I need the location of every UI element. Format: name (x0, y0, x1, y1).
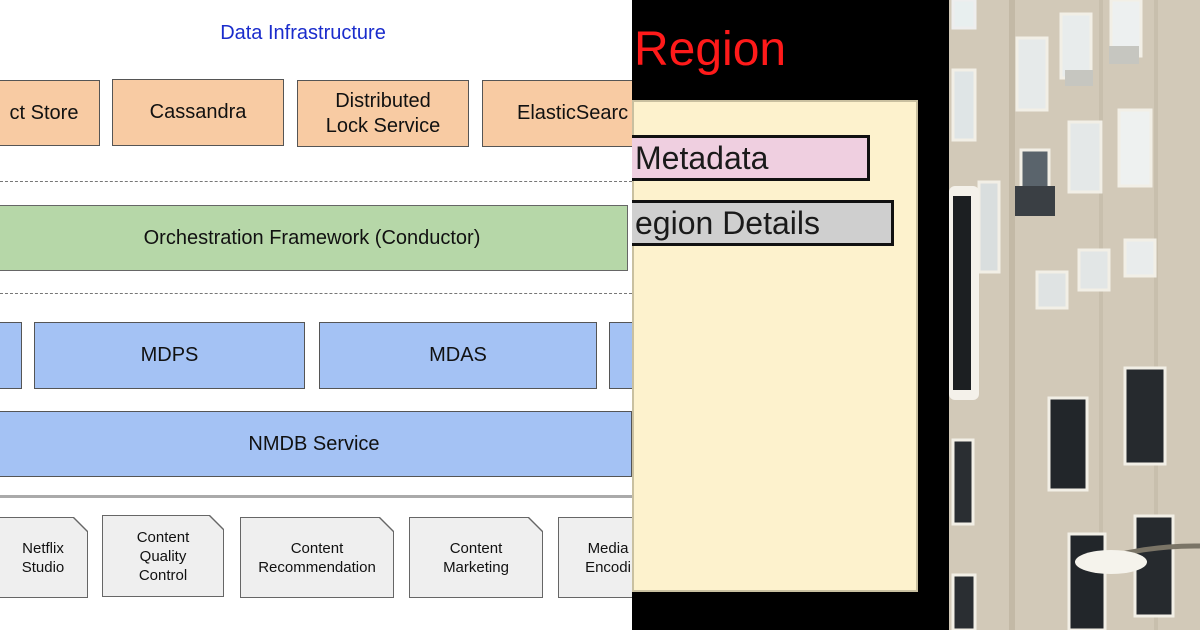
facade-seam (1009, 0, 1015, 630)
window (1117, 108, 1153, 188)
window (1123, 366, 1167, 466)
mdas-box: MDAS (319, 322, 597, 389)
region-details-tag-label: egion Details (635, 205, 820, 241)
dashed-divider-top (0, 181, 632, 182)
building-facade-image (949, 0, 1200, 630)
quality-control-label: Content Quality Control (136, 528, 190, 584)
cassandra-label: Cassandra (149, 101, 247, 123)
building-photo (949, 0, 1200, 630)
air-conditioner (1065, 70, 1093, 86)
diagram-title: Data Infrastructure (220, 22, 386, 44)
window (951, 68, 977, 142)
region-title: Region (634, 23, 787, 76)
street-lamp-head (1075, 550, 1147, 574)
netflix-studio-label: Netflix Studio (21, 539, 65, 576)
air-conditioner (1109, 46, 1139, 64)
window (1015, 36, 1049, 112)
media-encoding-box: Media Encodi (559, 518, 632, 597)
orchestration-box: Orchestration Framework (Conductor) (0, 205, 628, 271)
quality-control-box: Content Quality Control (103, 516, 223, 596)
recommendation-box: Content Recommendation (241, 518, 393, 597)
window (951, 0, 977, 30)
mdps-box: MDPS (34, 322, 305, 389)
window (1047, 396, 1089, 492)
marketing-box: Content Marketing (410, 518, 542, 597)
region-panel: Region Metadata egion Details (632, 0, 949, 630)
window (977, 180, 1001, 274)
recommendation-label: Content Recommendation (258, 539, 376, 576)
window (1067, 532, 1107, 630)
window (951, 573, 977, 630)
elasticsearch-box: ElasticSearc (482, 80, 632, 147)
region-details-tag: egion Details (632, 200, 894, 246)
lock-service-label: Distributed Lock Service (325, 89, 441, 137)
cassandra-box: Cassandra (112, 79, 284, 146)
mdps-label: MDPS (140, 344, 199, 366)
window (1059, 12, 1093, 80)
lock-service-box: Distributed Lock Service (297, 80, 469, 147)
architecture-diagram: Data Infrastructure ct Store Cassandra D… (0, 22, 632, 598)
consumer-divider (0, 495, 632, 498)
nmdb-service-label: NMDB Service (248, 432, 380, 455)
object-store-label: ct Store (9, 101, 79, 124)
mdas-label: MDAS (429, 344, 487, 366)
facade-seam (1154, 0, 1158, 630)
service-box-left-partial (0, 322, 22, 389)
nmdb-service-box: NMDB Service (0, 411, 632, 477)
marketing-label: Content Marketing (443, 539, 509, 576)
metadata-tag-label: Metadata (635, 140, 769, 176)
service-box-right-partial (609, 322, 632, 389)
elasticsearch-label: ElasticSearc (517, 102, 629, 124)
window (1035, 270, 1069, 310)
dashed-divider-bottom (0, 293, 632, 294)
window (1077, 248, 1111, 292)
traffic-signal-face (953, 196, 971, 390)
metadata-tag: Metadata (632, 135, 870, 181)
region-card (632, 100, 918, 592)
facade-seam (1099, 0, 1103, 630)
air-conditioner (1015, 186, 1055, 216)
object-store-box: ct Store (0, 80, 100, 146)
orchestration-label: Orchestration Framework (Conductor) (143, 226, 481, 249)
media-encoding-label: Media Encodi (585, 539, 631, 576)
window (1123, 238, 1157, 278)
window (951, 438, 975, 526)
netflix-studio-box: Netflix Studio (0, 518, 87, 597)
window (1067, 120, 1103, 194)
